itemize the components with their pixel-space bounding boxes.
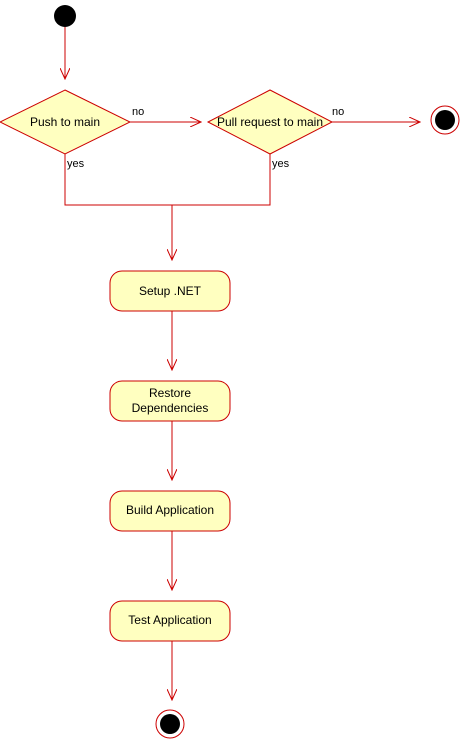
edge-pr-no-label: no [332, 106, 344, 118]
action-build-application[interactable]: Build Application [109, 490, 231, 532]
decision-push-to-main[interactable]: Push to main [0, 89, 132, 155]
action-test-application[interactable]: Test Application [109, 600, 231, 642]
edge-push-yes [64, 154, 172, 206]
decision-pr-label: Pull request to main [217, 115, 323, 129]
end-node-right[interactable] [430, 105, 460, 135]
start-node[interactable] [54, 5, 76, 27]
decision-pull-request-to-main[interactable]: Pull request to main [206, 89, 334, 155]
action-restore-dependencies[interactable]: Restore Dependencies [109, 380, 231, 422]
action-setup-label: Setup .NET [139, 284, 202, 298]
edge-push-yes-label: yes [67, 158, 85, 170]
action-test-label: Test Application [128, 613, 211, 627]
edge-pr-yes-label: yes [272, 158, 290, 170]
action-restore-label-line1: Restore [149, 386, 191, 400]
edge-push-no-label: no [132, 106, 144, 118]
end-node-bottom[interactable] [155, 709, 185, 739]
decision-push-label: Push to main [30, 115, 100, 129]
action-build-label: Build Application [126, 503, 214, 517]
action-restore-label-line2: Dependencies [132, 401, 209, 415]
action-setup-dotnet[interactable]: Setup .NET [109, 270, 231, 312]
edge-pr-yes [172, 154, 271, 206]
